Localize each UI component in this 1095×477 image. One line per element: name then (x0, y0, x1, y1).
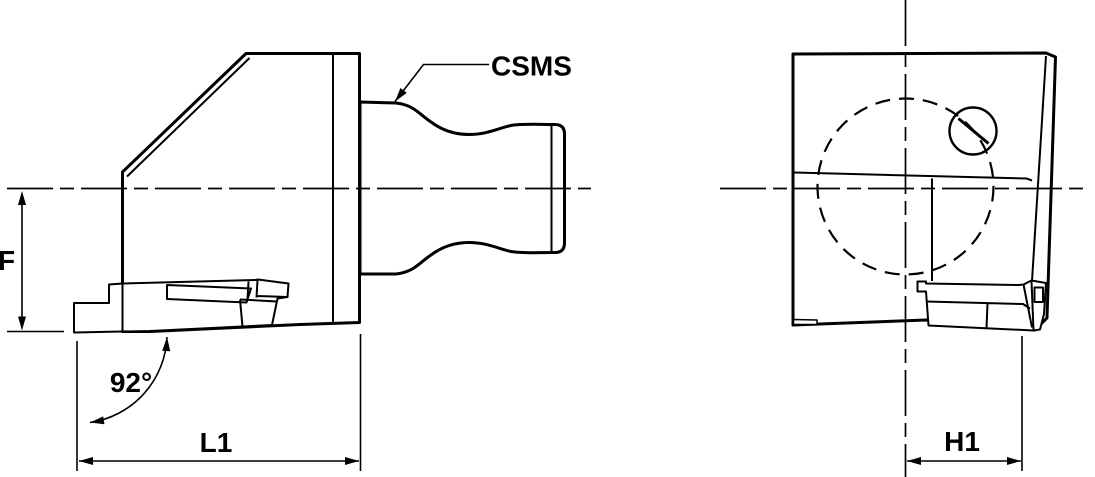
csms-label: CSMS (491, 51, 572, 82)
pocket-top-line (794, 171, 1033, 182)
csms-callout: CSMS (394, 51, 572, 102)
angle-label: 92° (110, 367, 152, 398)
bolt-circle-segment (957, 117, 990, 145)
screw-hole-circle (948, 106, 998, 156)
side-view: CSMS F 92° L1 (0, 51, 591, 471)
angle-arrow-top (162, 337, 171, 352)
dimension-h1: H1 (907, 336, 1023, 471)
l1-label: L1 (200, 427, 233, 458)
f-arrow-down (18, 316, 26, 331)
cartridge-silhouette (73, 278, 290, 334)
insert-block-inner-lines (926, 280, 1035, 331)
h1-arrow-right (1007, 457, 1021, 465)
l1-arrow-left (79, 457, 93, 465)
body-corner-sliver (792, 318, 818, 326)
angle-arc (89, 336, 168, 424)
insert-outline (166, 284, 252, 304)
f-arrow-up (18, 191, 26, 205)
cartridge-lower-piece-lines (239, 298, 278, 327)
shank-profile (358, 100, 566, 276)
h1-label: H1 (944, 426, 980, 457)
csms-leader-line (394, 63, 489, 102)
insert-cartridge (73, 278, 290, 334)
angle-92: 92° (89, 336, 171, 425)
l1-arrow-right (345, 457, 359, 465)
h1-arrow-left (907, 457, 921, 465)
insert-block-silhouette (916, 279, 1047, 332)
clamp-screw-detail (1033, 286, 1044, 303)
end-view-chamfer-line (1031, 55, 1047, 282)
dimension-l1: L1 (76, 334, 362, 471)
body-chamfer-line (126, 57, 251, 178)
angle-arrow-bottom (90, 416, 105, 425)
clamp-lines (246, 280, 288, 300)
end-view: H1 (720, 0, 1090, 477)
f-label: F (0, 245, 15, 276)
end-view-insert-block (916, 279, 1047, 332)
csms-arrowhead (395, 88, 407, 102)
dimension-f: F (0, 191, 64, 333)
